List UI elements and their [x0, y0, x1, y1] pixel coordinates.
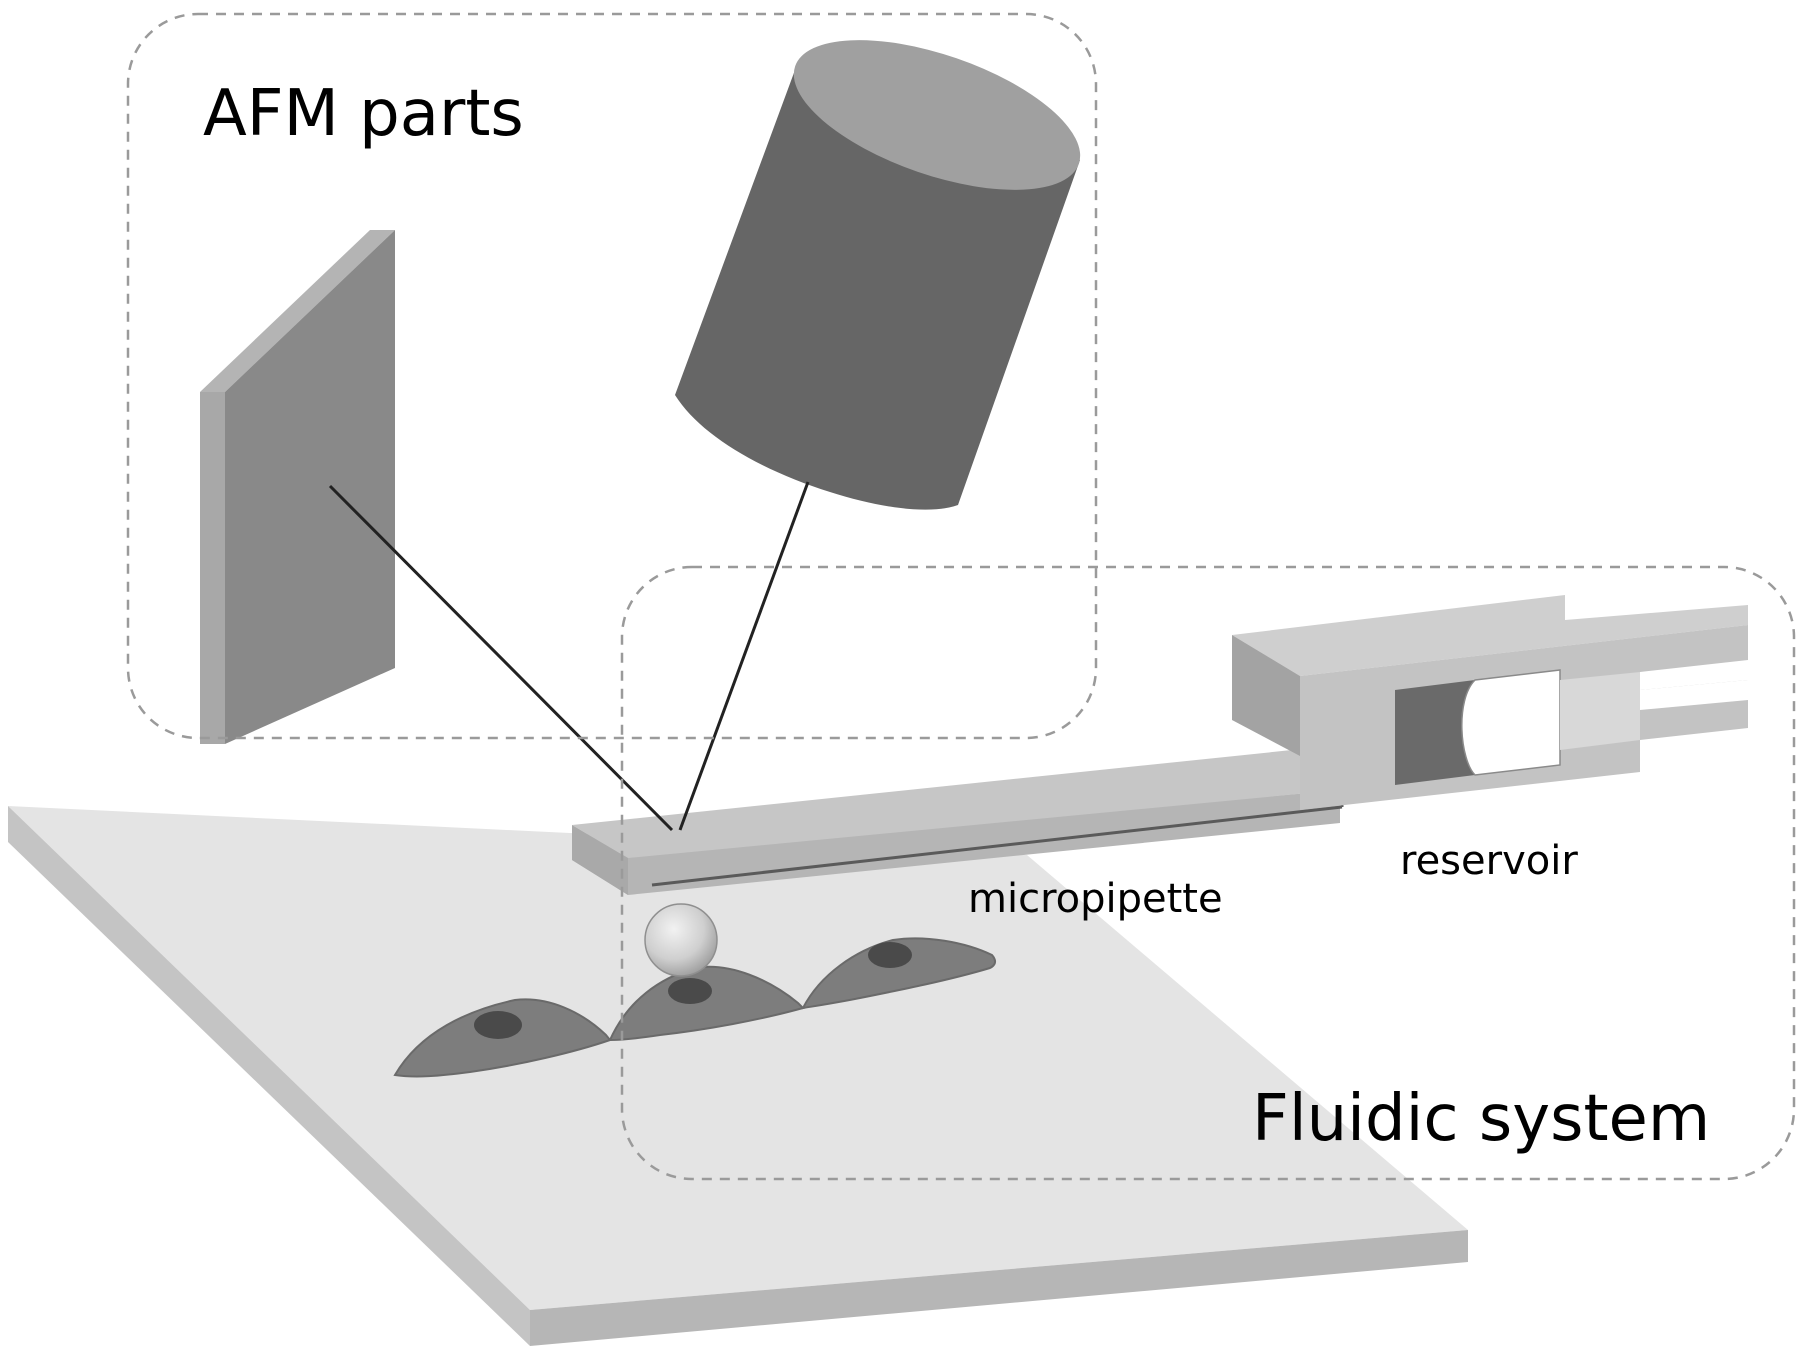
cells	[393, 937, 997, 1078]
photodetector-face	[225, 230, 395, 744]
laser-top	[793, 40, 1081, 190]
micropipette-label: micropipette	[968, 876, 1223, 922]
photodetector-front-edge	[200, 392, 225, 744]
bead-probe	[644, 903, 718, 977]
micropipette-channel	[651, 805, 1343, 887]
reservoir-label: reservoir	[1400, 838, 1578, 884]
micropipette-assembly	[572, 595, 1748, 895]
micropipette-top	[572, 745, 1340, 858]
reservoir-outlet	[1560, 672, 1640, 750]
fluidic-system-region	[620, 565, 1796, 1181]
cell-nucleus	[868, 942, 912, 968]
reservoir-front-left	[1232, 635, 1300, 756]
photodetector-side	[200, 230, 395, 392]
cell	[608, 965, 805, 1042]
fluidic-system-label: Fluidic system	[1252, 1082, 1710, 1156]
reservoir-plunger	[1461, 669, 1561, 776]
micropipette-side	[572, 790, 1340, 895]
photodetector	[200, 230, 395, 744]
cell-nucleus	[474, 1011, 522, 1039]
micropipette-tip-front	[572, 825, 628, 895]
substrate	[8, 806, 1468, 1346]
substrate-front-edge	[8, 806, 530, 1346]
cell-nucleus	[668, 978, 712, 1004]
substrate-top	[8, 806, 1468, 1310]
afm-parts-region	[126, 12, 1098, 740]
afm-parts-label: AFM parts	[203, 77, 524, 151]
reservoir-top	[1232, 595, 1748, 676]
reservoir-chamber	[1395, 680, 1475, 785]
laser-beam-reflected	[328, 484, 674, 832]
laser-source	[675, 40, 1081, 510]
substrate-right-edge	[530, 1230, 1468, 1346]
laser-beam-incident	[678, 481, 810, 831]
reservoir-slot	[1640, 680, 1748, 710]
cell	[801, 937, 997, 1010]
